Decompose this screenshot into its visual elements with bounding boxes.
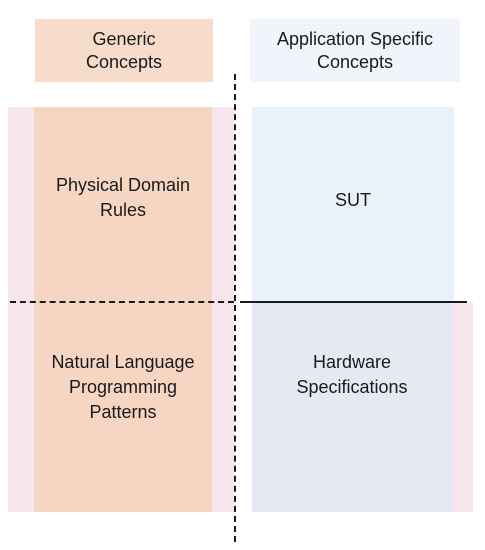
physical-domain-rules-label: Physical Domain Rules — [55, 174, 191, 220]
application-column-right-margin — [452, 302, 473, 512]
sut-cell — [252, 107, 454, 302]
hardware-specifications-label: Hardware Specifications — [296, 352, 408, 397]
sut-label: SUT — [335, 189, 371, 210]
application-specific-concepts-header: Application Specific Concepts — [250, 19, 460, 82]
vertical-dashed-divider — [234, 74, 236, 542]
generic-column-left-margin — [8, 107, 34, 512]
horizontal-dashed-divider — [10, 301, 234, 303]
generic-concepts-column — [34, 107, 212, 512]
natural-language-programming-patterns-label: Natural Language Programming Patterns — [51, 352, 195, 422]
generic-column-right-margin — [212, 107, 234, 512]
generic-concepts-header: Generic Concepts — [35, 19, 213, 82]
hardware-specifications-cell — [252, 302, 452, 512]
horizontal-solid-divider — [240, 301, 467, 303]
